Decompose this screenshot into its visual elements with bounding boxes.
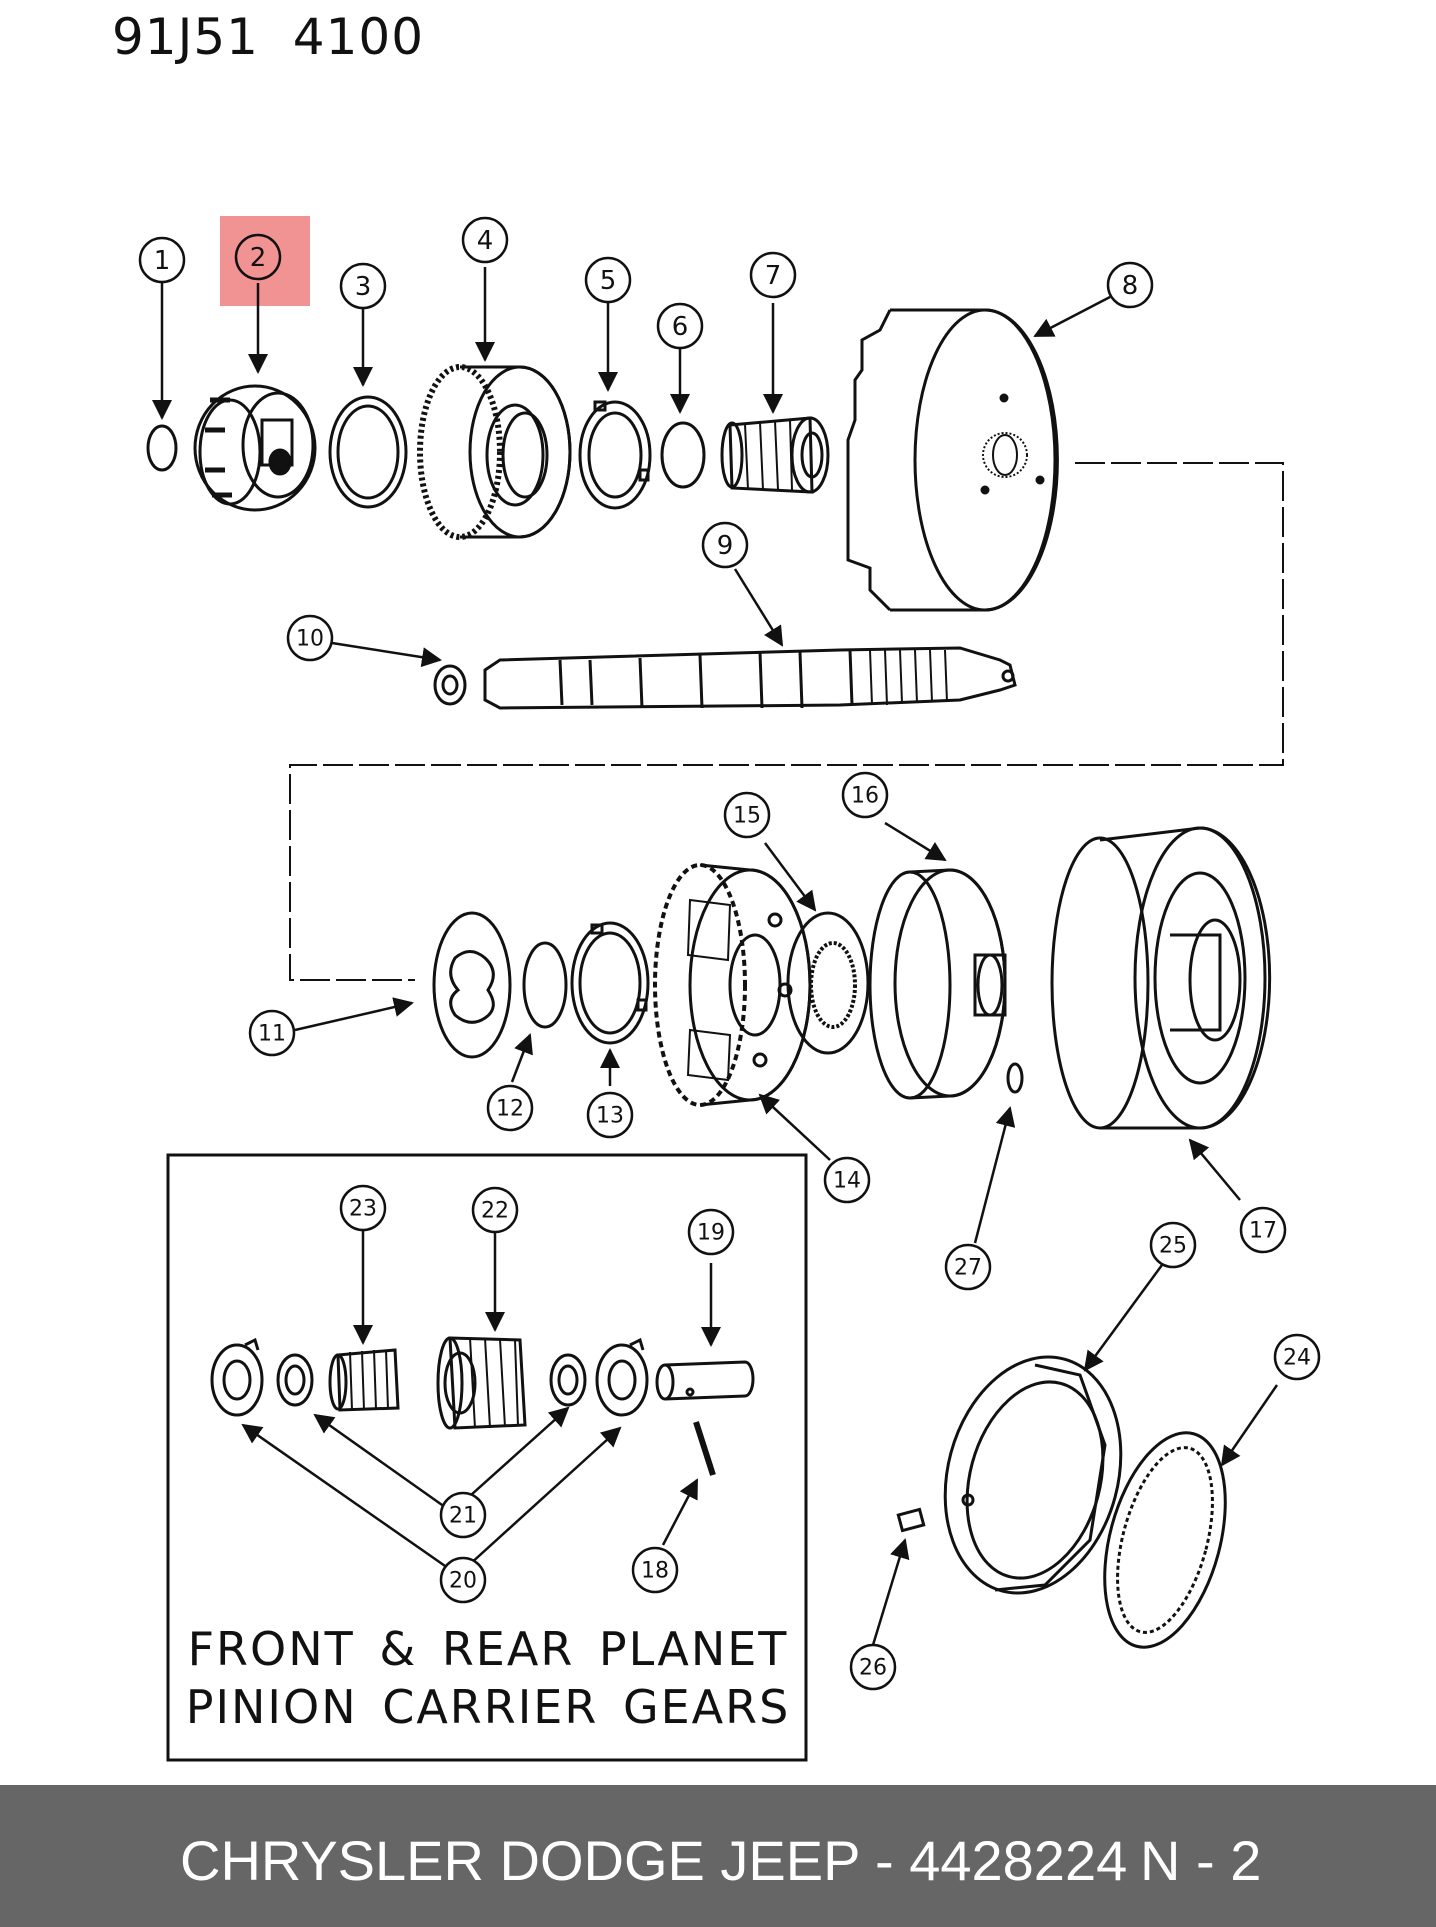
part-10-small-washer xyxy=(433,664,467,706)
part-7-sun-gear xyxy=(720,416,830,494)
callout-15 xyxy=(723,791,771,839)
diagram-code: 91J51 4100 xyxy=(112,8,425,66)
callout-label-19: 19 xyxy=(697,1221,725,1246)
callout-14 xyxy=(823,1156,871,1204)
footer-bar xyxy=(0,1785,1436,1927)
callout-label-27: 27 xyxy=(954,1256,982,1281)
callout-17 xyxy=(1239,1206,1287,1254)
callout-label-3: 3 xyxy=(355,272,372,302)
part-26-bolt xyxy=(896,1507,926,1533)
part-12-o-ring xyxy=(522,941,568,1029)
part-25-race xyxy=(943,1355,1123,1595)
part-21-spacer-left xyxy=(276,1353,314,1407)
part-24-roller-cage xyxy=(1103,1431,1227,1649)
inset-caption-line-2: PINION CARRIER GEARS xyxy=(185,1680,791,1734)
callout-6 xyxy=(656,302,704,350)
part-6-o-ring xyxy=(660,421,706,489)
callout-label-21: 21 xyxy=(449,1504,477,1529)
part-23-pinion-small xyxy=(328,1348,400,1412)
callout-21 xyxy=(439,1491,487,1539)
inset-box xyxy=(166,1153,808,1762)
part-4-ring-gear xyxy=(417,364,572,540)
callout-label-20: 20 xyxy=(449,1569,477,1594)
part-14-planet-carrier xyxy=(653,863,812,1107)
callout-label-17: 17 xyxy=(1249,1219,1277,1244)
part-27-snap-ring xyxy=(1006,1062,1024,1094)
callout-label-23: 23 xyxy=(349,1197,377,1222)
part-11-thrust-plate xyxy=(432,911,512,1059)
leader-dashed xyxy=(289,462,1284,981)
callout-5 xyxy=(584,256,632,304)
part-22-pinion-large xyxy=(436,1336,527,1430)
part-15-splined-washer xyxy=(786,911,870,1055)
callout-23 xyxy=(339,1184,387,1232)
callout-label-7: 7 xyxy=(765,261,782,291)
highlight-box xyxy=(220,216,310,306)
callout-label-16: 16 xyxy=(851,784,879,809)
callout-3 xyxy=(339,262,387,310)
callout-7 xyxy=(749,251,797,299)
inset-caption-line-1: FRONT & REAR PLANET xyxy=(187,1622,789,1676)
callout-2 xyxy=(234,233,282,281)
callout-label-24: 24 xyxy=(1283,1346,1311,1371)
callout-11 xyxy=(248,1009,296,1057)
footer-page-ref: N - 2 xyxy=(1140,1829,1262,1892)
part-18-roll-pin xyxy=(693,1421,716,1476)
callout-16 xyxy=(841,771,889,819)
part-20-washer-left xyxy=(210,1337,264,1417)
callout-label-14: 14 xyxy=(833,1169,861,1194)
part-3-thrust-washer xyxy=(328,395,408,509)
callout-label-5: 5 xyxy=(600,266,617,296)
callout-label-10: 10 xyxy=(296,627,324,652)
callout-label-13: 13 xyxy=(596,1104,624,1129)
callout-label-18: 18 xyxy=(641,1559,669,1584)
callout-label-1: 1 xyxy=(154,246,171,276)
callout-22 xyxy=(471,1186,519,1234)
callout-label-12: 12 xyxy=(496,1097,524,1122)
part-17-housing xyxy=(1050,826,1272,1130)
callout-26 xyxy=(849,1643,897,1691)
callout-1 xyxy=(138,236,186,284)
callout-label-6: 6 xyxy=(672,312,689,342)
callout-18 xyxy=(631,1546,679,1594)
callout-10 xyxy=(286,614,334,662)
callout-label-8: 8 xyxy=(1122,271,1139,301)
callout-9 xyxy=(701,521,749,569)
callout-4 xyxy=(461,216,509,264)
callout-19 xyxy=(687,1208,735,1256)
part-16-drum xyxy=(868,868,1007,1100)
part-5-tabbed-washer xyxy=(578,400,652,510)
part-2-hub xyxy=(193,384,317,512)
callout-label-2: 2 xyxy=(250,243,267,273)
callout-8 xyxy=(1106,261,1154,309)
callout-20 xyxy=(439,1556,487,1604)
callout-label-9: 9 xyxy=(717,531,734,561)
callout-label-11: 11 xyxy=(258,1022,286,1047)
callout-12 xyxy=(486,1084,534,1132)
part-1-snap-ring xyxy=(146,424,178,472)
callout-label-15: 15 xyxy=(733,804,761,829)
callout-label-25: 25 xyxy=(1159,1234,1187,1259)
callout-13 xyxy=(586,1091,634,1139)
callout-label-4: 4 xyxy=(477,226,494,256)
callout-label-22: 22 xyxy=(481,1199,509,1224)
exploded-parts-diagram: 1 2 3 4 5 6 7 8 9 10 11 12 13 14 15 16 1… xyxy=(138,216,1321,1762)
part-20-washer-right xyxy=(595,1337,649,1417)
part-19-pin xyxy=(655,1360,755,1401)
callout-label-26: 26 xyxy=(859,1656,887,1681)
callout-25 xyxy=(1149,1221,1197,1269)
part-13-tabbed-washer xyxy=(570,921,650,1045)
part-21-spacer-right xyxy=(549,1353,587,1407)
part-8-drum xyxy=(846,308,1059,612)
callout-27 xyxy=(944,1243,992,1291)
footer-part-number: CHRYSLER DODGE JEEP - 4428224 xyxy=(180,1829,1128,1892)
part-9-shaft xyxy=(483,646,1017,710)
callout-24 xyxy=(1273,1333,1321,1381)
